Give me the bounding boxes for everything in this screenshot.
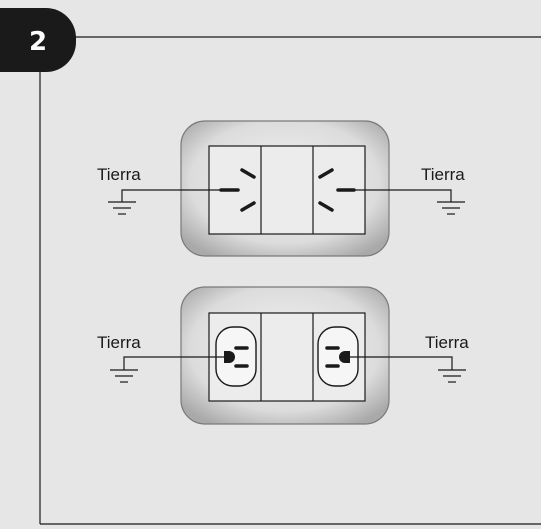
flat-pin-socket-left [219,168,256,212]
ground-wire-bottom-left [123,356,224,370]
ground-symbol-top-right [437,201,465,215]
ground-wire-top-left [121,189,221,202]
ground-label-bottom-right: Tierra [425,333,469,352]
ground-symbol-top-left [108,201,136,215]
ground-wire-top-right [354,189,452,202]
us-socket-left [215,326,257,387]
ground-wire-bottom-right [350,356,453,370]
ground-symbol-bottom-right [438,369,466,383]
flat-pin-socket-right [318,168,356,212]
step-number: 2 [29,27,47,57]
step-badge: 2 [0,8,76,72]
ground-label-bottom-left: Tierra [97,333,141,352]
top-outlet: Tierra Tierra [97,120,465,257]
ground-symbol-bottom-left [110,369,138,383]
ground-label-top-right: Tierra [421,165,465,184]
bottom-outlet: Tierra Tierra [97,286,469,425]
us-socket-right [317,326,359,387]
diagram-frame [39,36,541,525]
ground-label-top-left: Tierra [97,165,141,184]
